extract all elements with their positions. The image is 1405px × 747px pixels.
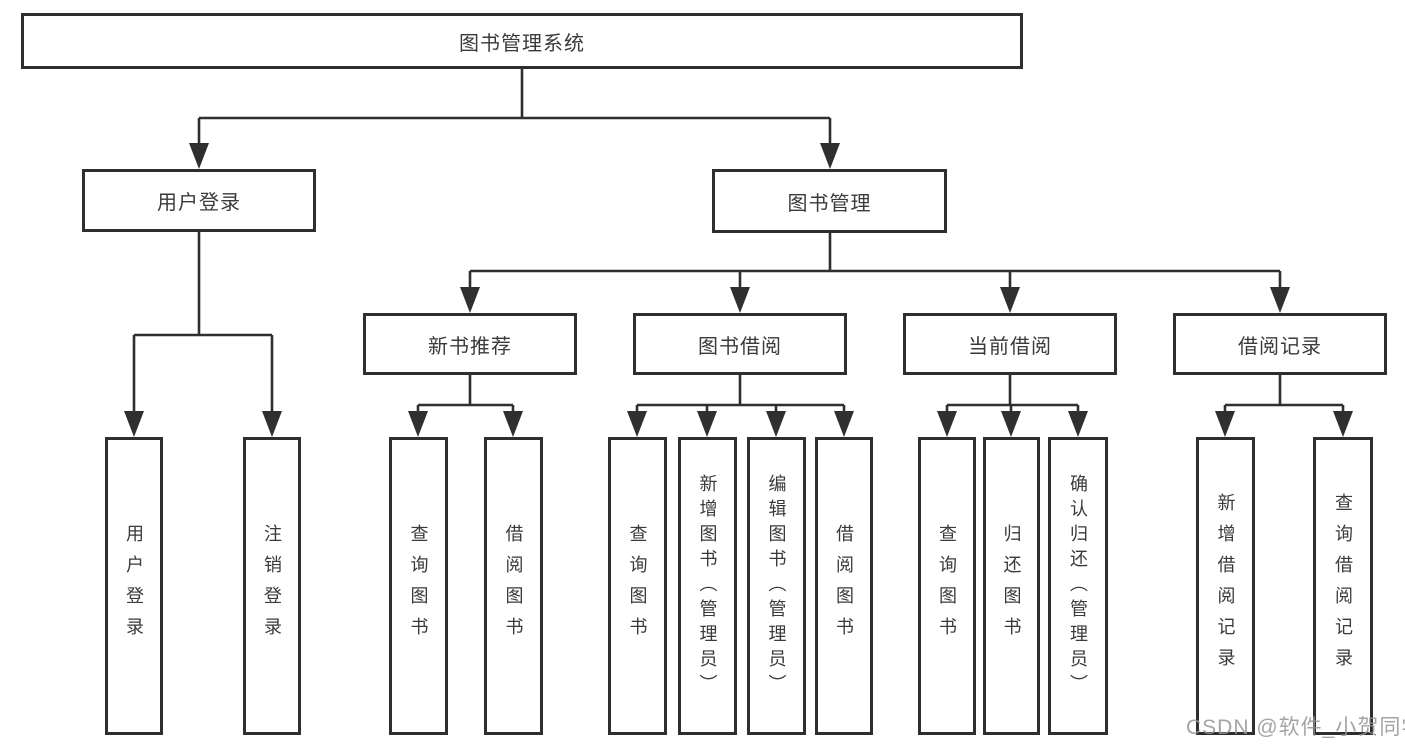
arrow-down-icon	[408, 411, 428, 437]
node-leaf-edit-books-admin: 编辑图书（管理员）	[747, 437, 806, 735]
arrow-down-icon	[730, 287, 750, 313]
arrow-down-icon	[503, 411, 523, 437]
arrow-down-icon	[937, 411, 957, 437]
node-leaf-query-books-recommend: 查询图书	[389, 437, 448, 735]
edge-book-management-to-level3	[468, 233, 1282, 287]
node-label: 确认归还（管理员）	[1068, 473, 1088, 699]
node-label: 查询图书	[627, 524, 648, 648]
node-borrowing-records: 借阅记录	[1173, 313, 1387, 375]
arrow-down-icon	[1001, 411, 1021, 437]
node-leaf-logout: 注销登录	[243, 437, 301, 735]
node-label: 注销登录	[262, 524, 282, 648]
node-leaf-confirm-return-admin: 确认归还（管理员）	[1048, 437, 1108, 735]
arrow-down-icon	[1270, 287, 1290, 313]
node-label: 用户登录	[124, 524, 144, 648]
node-leaf-return-books: 归还图书	[983, 437, 1040, 735]
arrow-down-icon	[627, 411, 647, 437]
edge-user-login-to-leaves	[132, 232, 274, 411]
node-leaf-borrow-books-recommend: 借阅图书	[484, 437, 543, 735]
node-label: 查询图书	[937, 524, 957, 648]
arrow-down-icon	[1333, 411, 1353, 437]
edge-new-book-recommend-to-leaves	[416, 375, 515, 411]
node-label: 借阅记录	[1238, 335, 1322, 358]
node-label: 当前借阅	[968, 335, 1052, 358]
arrow-down-icon	[124, 411, 144, 437]
arrow-down-icon	[1215, 411, 1235, 437]
node-label: 图书借阅	[698, 335, 782, 358]
node-label: 新书推荐	[428, 335, 512, 358]
node-label: 图书管理	[787, 192, 872, 215]
arrow-down-icon	[189, 143, 209, 169]
edge-root-to-level2	[197, 69, 832, 143]
node-label: 查询图书	[408, 524, 429, 648]
arrow-down-icon	[820, 143, 840, 169]
node-label: 借阅图书	[503, 524, 524, 648]
node-label: 归还图书	[1001, 524, 1022, 648]
node-label: 图书管理系统	[459, 32, 585, 55]
node-leaf-query-borrow-record: 查询借阅记录	[1313, 437, 1373, 735]
edge-book-borrowing-to-leaves	[635, 375, 846, 411]
node-label: 新增图书（管理员）	[697, 473, 718, 699]
node-leaf-query-books-current: 查询图书	[918, 437, 976, 735]
node-leaf-user-login: 用户登录	[105, 437, 163, 735]
node-leaf-add-books-admin: 新增图书（管理员）	[678, 437, 737, 735]
node-label: 查询借阅记录	[1333, 493, 1353, 679]
node-new-book-recommendation: 新书推荐	[363, 313, 577, 375]
node-leaf-query-books-borrow: 查询图书	[608, 437, 667, 735]
arrow-down-icon	[1000, 287, 1020, 313]
node-leaf-add-borrow-record: 新增借阅记录	[1196, 437, 1255, 735]
edge-borrowing-records-to-leaves	[1223, 375, 1345, 411]
node-label: 用户登录	[157, 192, 241, 214]
arrow-down-icon	[834, 411, 854, 437]
arrow-down-icon	[262, 411, 282, 437]
node-label: 借阅图书	[834, 524, 854, 648]
csdn-watermark: CSDN @软件_小贺同学	[1186, 716, 1405, 739]
node-leaf-borrow-books: 借阅图书	[815, 437, 873, 735]
node-root-library-system: 图书管理系统	[21, 13, 1023, 69]
node-book-borrowing: 图书借阅	[633, 313, 847, 375]
edge-current-borrowing-to-leaves	[945, 375, 1080, 411]
arrow-down-icon	[766, 411, 786, 437]
node-label: 编辑图书（管理员）	[766, 473, 787, 699]
node-book-management: 图书管理	[712, 169, 947, 233]
arrow-down-icon	[1068, 411, 1088, 437]
arrow-down-icon	[460, 287, 480, 313]
node-label: 新增借阅记录	[1215, 493, 1236, 679]
node-current-borrowing: 当前借阅	[903, 313, 1117, 375]
arrow-down-icon	[697, 411, 717, 437]
node-user-login: 用户登录	[82, 169, 316, 232]
